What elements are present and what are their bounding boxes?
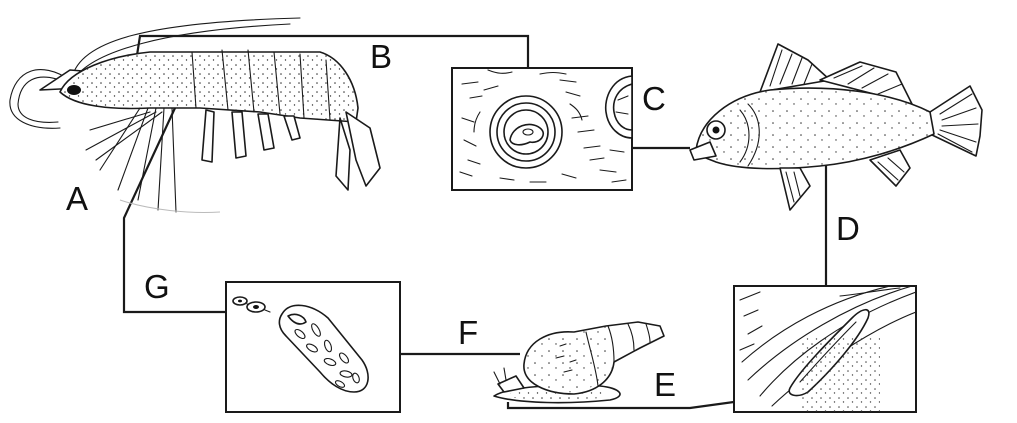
- box-e-intestine: [733, 285, 917, 413]
- shrimp-eye-icon: [67, 85, 81, 95]
- fish-illustration: [689, 43, 983, 211]
- cercaria-chain: [232, 296, 271, 313]
- label-b: B: [370, 38, 392, 75]
- stage-labels: A B C D E F G: [66, 38, 860, 403]
- label-f: F: [458, 314, 478, 351]
- connector-g-a: [122, 107, 226, 314]
- label-c: C: [642, 80, 666, 117]
- label-d: D: [836, 210, 860, 247]
- label-a: A: [66, 180, 88, 217]
- snail-illustration: [493, 321, 665, 404]
- box-g-redia: [225, 281, 401, 413]
- box-c-cyst: [451, 67, 633, 191]
- redia-body: [278, 304, 369, 393]
- shrimp-illustration: [9, 17, 381, 213]
- label-g: G: [144, 268, 170, 305]
- label-e: E: [654, 366, 676, 403]
